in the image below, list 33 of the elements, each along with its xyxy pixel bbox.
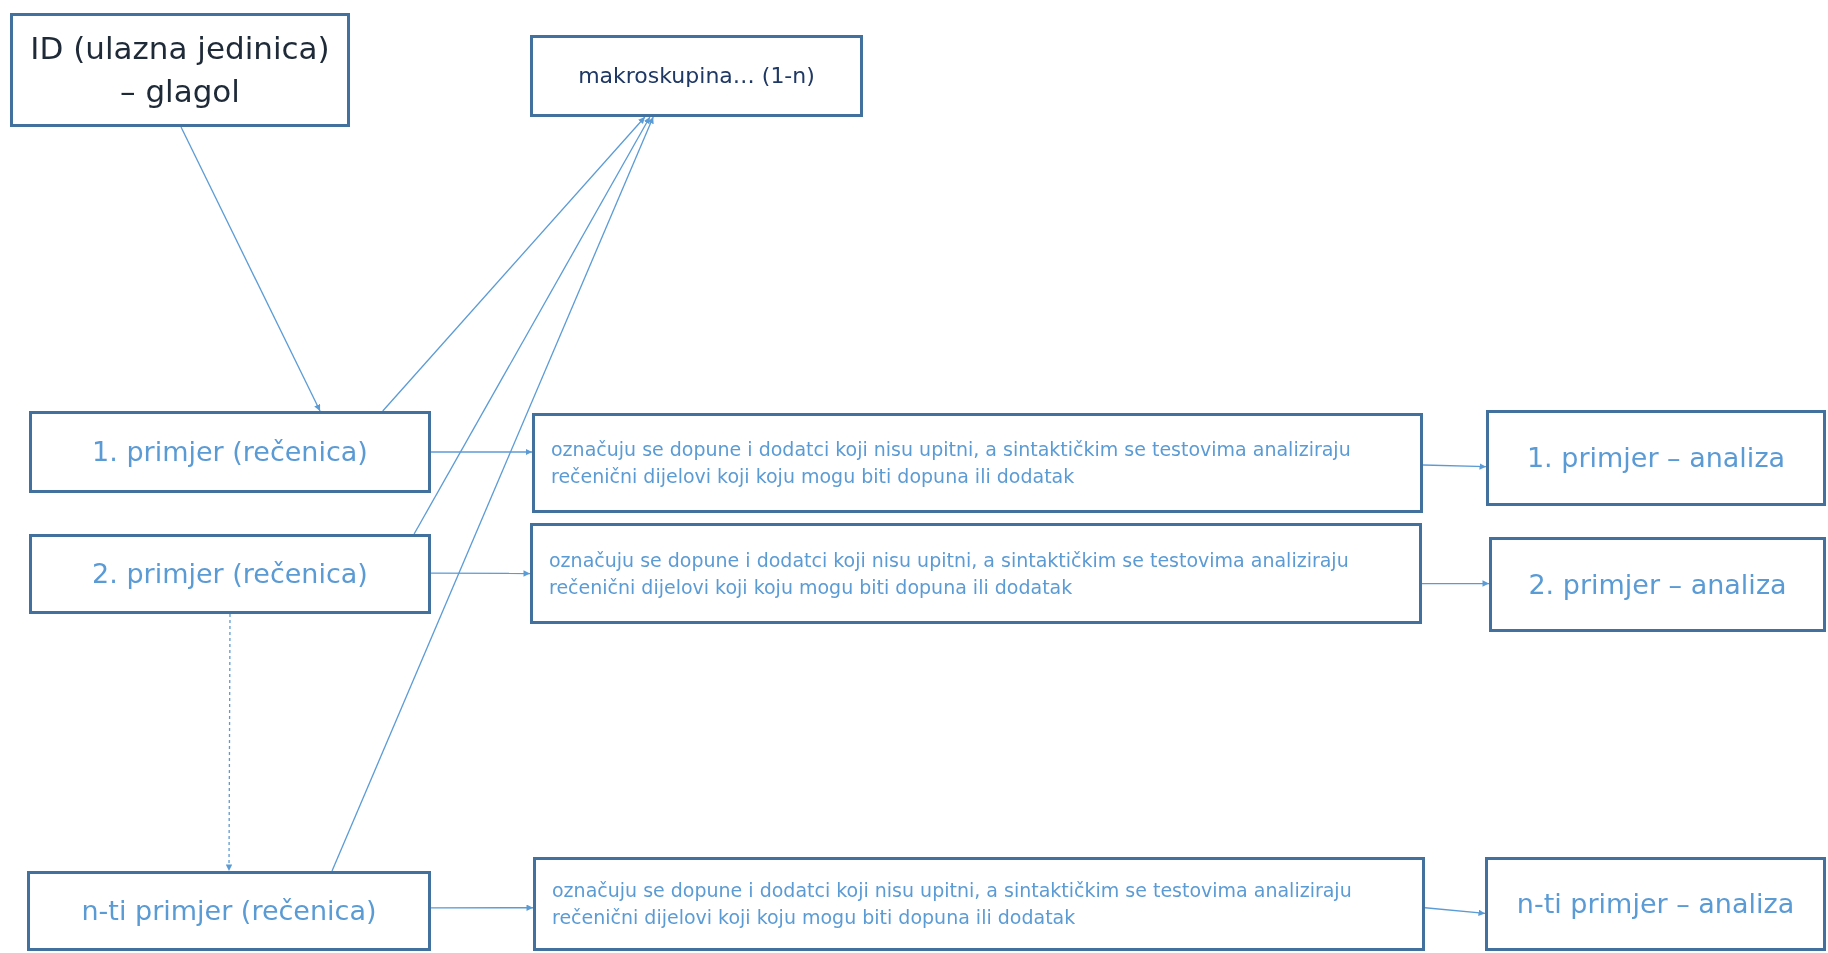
box-text: označuju se dopune i dodatci koji nisu upitni, a sintaktičkim se testovima analiziraju rečenični dijelovi koji koju mogu biti dopuna ili dodatak	[552, 878, 1353, 930]
box-text: n-ti primjer – analiza	[1516, 887, 1795, 922]
process-box	[10, 13, 350, 127]
process-box	[1485, 857, 1826, 951]
arrow	[1424, 907, 1486, 917]
arrow	[430, 904, 534, 911]
description-box	[533, 857, 1425, 951]
process-box	[1486, 410, 1826, 506]
box-text: označuju se dopune i dodatci koji nisu upitni, a sintaktičkim se testovima analiziraju rečenični dijelovi koji koju mogu biti dopuna ili dodatak	[551, 437, 1352, 489]
box-text: 2. primjer (rečenica)	[92, 557, 368, 592]
process-box	[29, 411, 431, 493]
process-box	[1489, 537, 1826, 632]
box-text: 1. primjer (rečenica)	[92, 435, 368, 470]
box-text: 1. primjer – analiza	[1526, 441, 1786, 476]
arrow	[180, 126, 321, 412]
box-text: makroskupina… (1-n)	[578, 61, 815, 90]
process-box	[29, 534, 431, 614]
arrow	[430, 448, 533, 456]
box-text: 2. primjer – analiza	[1528, 567, 1787, 602]
arrow	[413, 116, 651, 535]
arrow	[225, 613, 233, 872]
arrow	[1421, 580, 1490, 587]
process-box	[530, 35, 863, 117]
box-text: označuju se dopune i dodatci koji nisu upitni, a sintaktičkim se testovima analiziraju rečenični dijelovi koji koju mogu biti dopuna ili dodatak	[549, 547, 1350, 600]
box-text: n-ti primjer (rečenica)	[81, 894, 377, 929]
arrow	[382, 116, 646, 412]
arrow	[1422, 463, 1487, 470]
description-box	[532, 413, 1423, 513]
arrow	[430, 570, 531, 577]
arrow	[331, 116, 654, 872]
description-box	[530, 523, 1422, 624]
process-box	[27, 871, 431, 951]
box-text: ID (ulazna jedinica) – glagol	[29, 28, 331, 111]
